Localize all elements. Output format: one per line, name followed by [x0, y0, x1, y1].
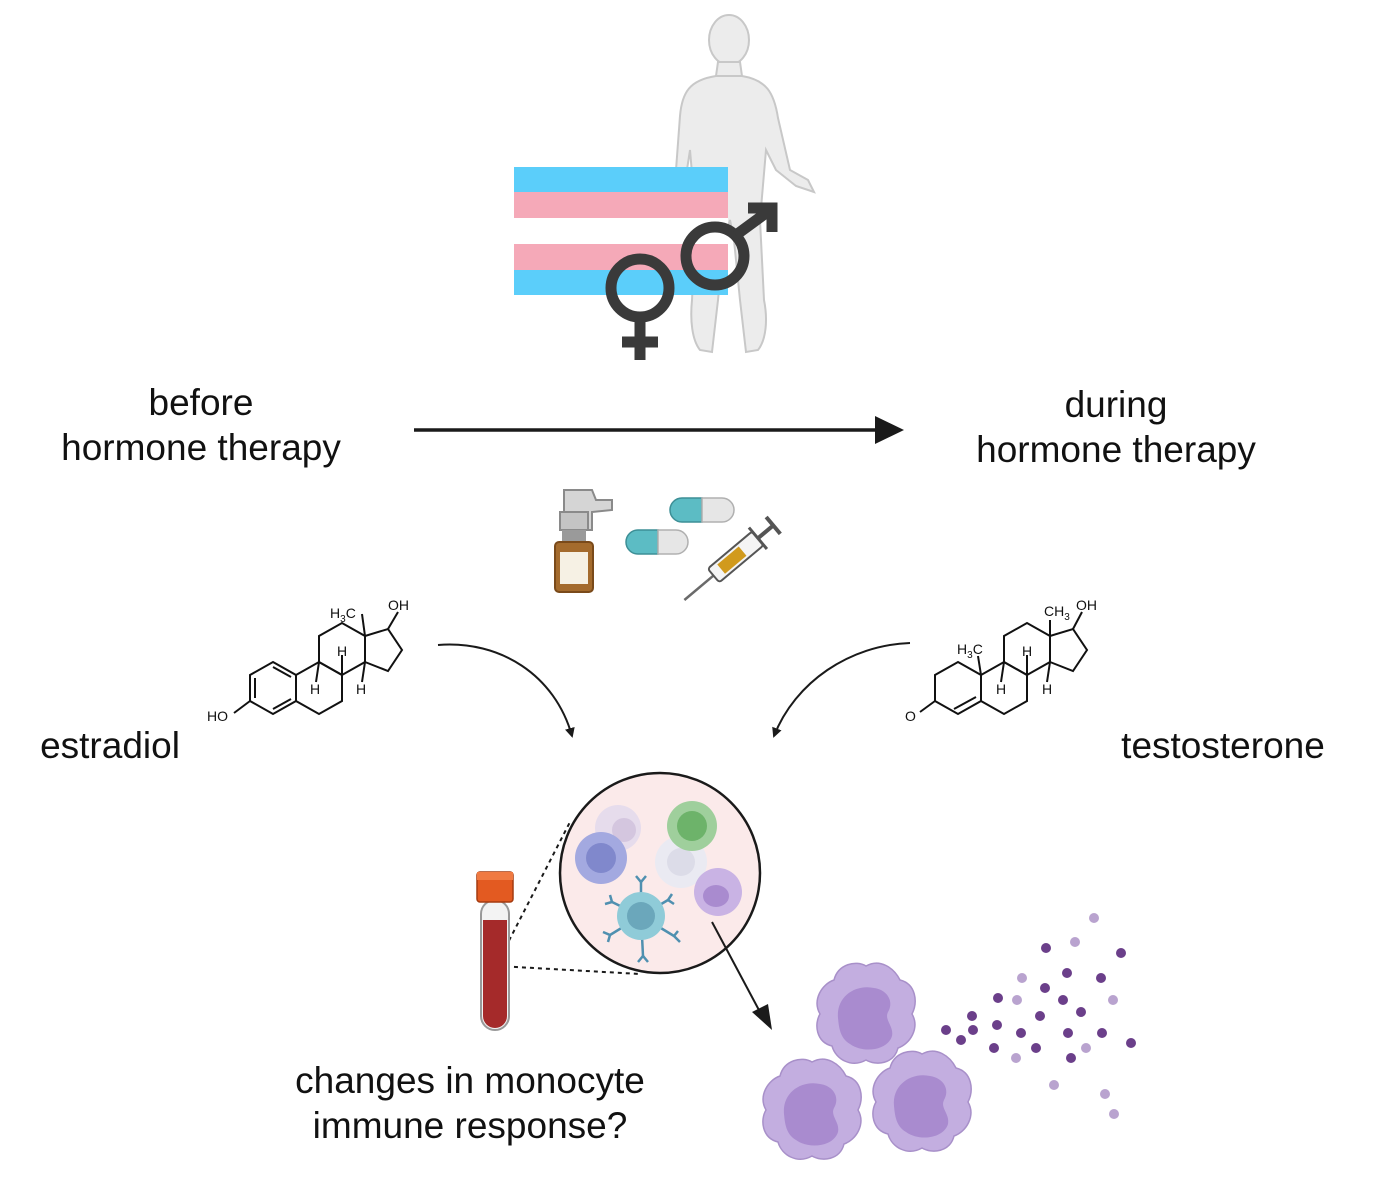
male-symbol-icon: [680, 202, 778, 291]
estradiol-atom-labels: H3C OH HO H H H: [207, 597, 409, 724]
estradiol-hydroxyl-label: OH: [388, 597, 409, 613]
estradiol-arrow: [437, 643, 575, 738]
testosterone-h-label-3: H: [1042, 681, 1052, 697]
monocyte-icon: [762, 962, 972, 1160]
before-label: before hormone therapy: [40, 380, 362, 470]
question-label: changes in monocyte immune response?: [260, 1058, 680, 1148]
testosterone-label: testosterone: [1121, 725, 1325, 766]
testosterone-atom-labels: CH3 OH H3C O H H H: [905, 597, 1097, 724]
cytokine-granules-icon: [941, 913, 1136, 1119]
testosterone-arrow: [772, 642, 911, 738]
during-label-line1: during: [1064, 384, 1168, 425]
question-label-line1: changes in monocyte: [295, 1060, 645, 1101]
testosterone-methyl2-label: H3C: [957, 641, 983, 661]
blood-cells-icon: [558, 771, 762, 975]
testosterone-structure: [919, 611, 1089, 716]
estradiol-structure: [233, 611, 404, 716]
testosterone-h-label-2: H: [996, 681, 1006, 697]
estradiol-ring-hydroxyl-label: HO: [207, 708, 228, 724]
testosterone-hydroxyl-label: OH: [1076, 597, 1097, 613]
capsule-icon: [625, 497, 735, 555]
estradiol-h-label-1: H: [337, 643, 347, 659]
estradiol-h-label-3: H: [356, 681, 366, 697]
question-label-line2: immune response?: [312, 1105, 628, 1146]
testosterone-ketone-label: O: [905, 708, 916, 724]
monocyte-arrow: [711, 921, 772, 1030]
nasal-spray-icon: [554, 489, 613, 593]
testosterone-methyl-label: CH3: [1044, 603, 1070, 623]
syringe-icon: [683, 515, 782, 601]
estradiol-methyl-label: H3C: [330, 605, 356, 625]
testosterone-h-label-1: H: [1022, 643, 1032, 659]
before-label-line2: hormone therapy: [61, 427, 341, 468]
during-label-line2: hormone therapy: [976, 429, 1256, 470]
estradiol-h-label-2: H: [310, 681, 320, 697]
human-body-icon: [651, 14, 816, 354]
estradiol-label: estradiol: [40, 725, 180, 766]
female-symbol-icon: [605, 253, 675, 360]
before-label-line1: before: [148, 382, 254, 423]
timeline-arrow: [414, 416, 904, 444]
blood-tube-icon: [476, 871, 514, 1031]
during-label: during hormone therapy: [955, 382, 1277, 472]
